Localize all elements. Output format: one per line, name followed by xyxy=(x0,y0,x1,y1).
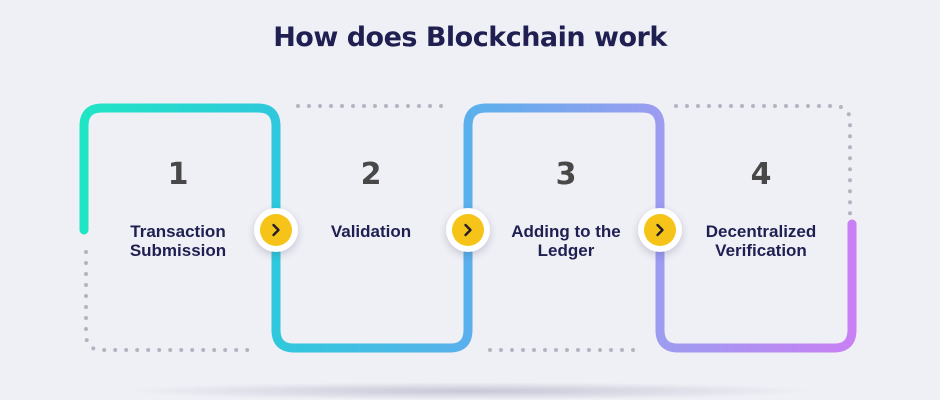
next-step-connector-3 xyxy=(638,208,682,252)
step-1: 1 Transaction Submission xyxy=(88,157,268,261)
step-2: 2 Validation xyxy=(281,157,461,242)
step-label: Decentralized Verification xyxy=(705,222,817,260)
next-step-connector-2 xyxy=(446,208,490,252)
step-label: Transaction Submission xyxy=(129,222,227,260)
step-label: Validation xyxy=(330,222,412,241)
step-4: 4 Decentralized Verification xyxy=(671,157,851,261)
step-number: 2 xyxy=(360,157,382,192)
next-step-connector-1 xyxy=(254,208,298,252)
dotted-line-left xyxy=(84,250,254,352)
page-title: How does Blockchain work xyxy=(273,22,667,54)
step-number: 4 xyxy=(750,157,772,192)
chevron-right-icon xyxy=(260,214,292,246)
step-number: 1 xyxy=(167,157,189,192)
floor-shadow xyxy=(120,382,820,400)
chevron-right-icon xyxy=(644,214,676,246)
chevron-right-icon xyxy=(452,214,484,246)
step-3: 3 Adding to the Ledger xyxy=(476,157,656,261)
step-label: Adding to the Ledger xyxy=(511,222,621,260)
step-number: 3 xyxy=(555,157,577,192)
